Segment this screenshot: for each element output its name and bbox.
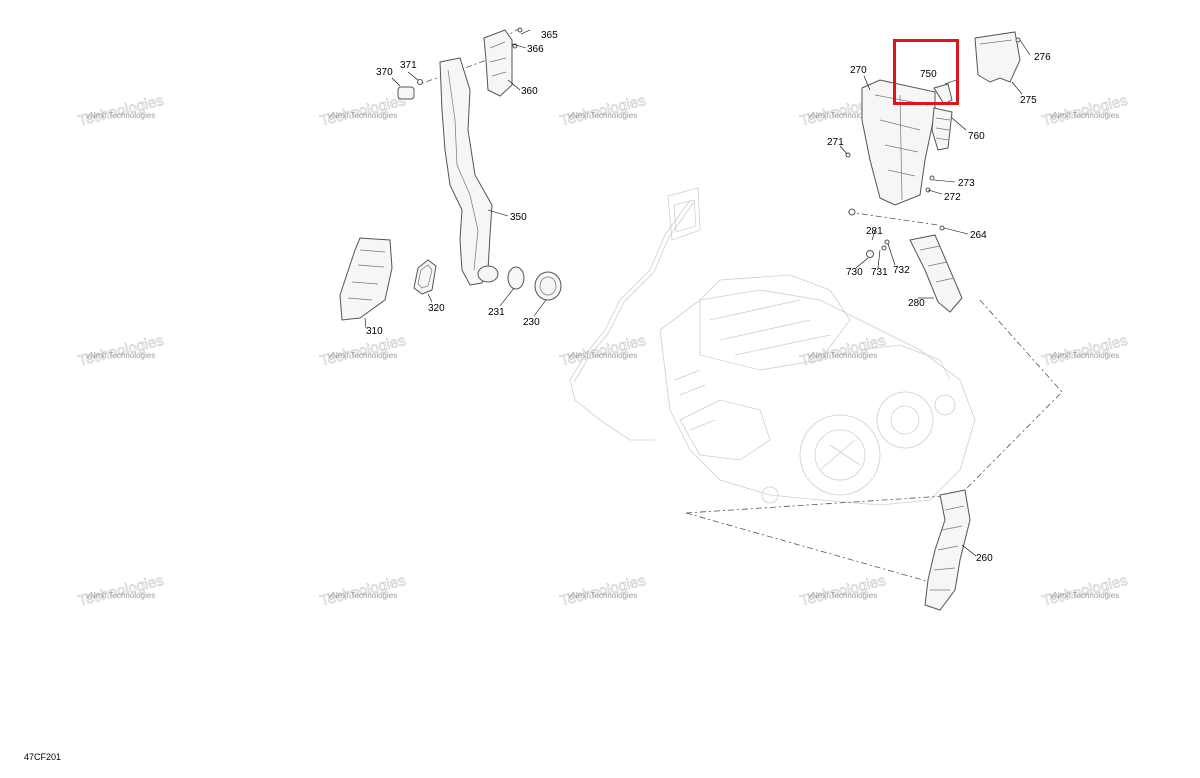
watermark-text: vNext Technologies bbox=[1050, 111, 1119, 120]
part-270-airbox bbox=[861, 79, 936, 206]
callout-276: 276 bbox=[1034, 52, 1051, 63]
callout-370: 370 bbox=[376, 67, 393, 78]
watermark-text: vNext Technologies bbox=[808, 591, 877, 600]
part-260-hose bbox=[924, 489, 971, 611]
watermark-text: vNext Technologies bbox=[328, 111, 397, 120]
callout-360: 360 bbox=[521, 86, 538, 97]
part-275-cover bbox=[974, 31, 1021, 83]
watermark-text: vNext Technologies bbox=[568, 111, 637, 120]
callout-731: 731 bbox=[871, 267, 888, 278]
callout-271: 271 bbox=[827, 137, 844, 148]
callout-264: 264 bbox=[970, 230, 987, 241]
watermark-text: vNext Technologies bbox=[808, 351, 877, 360]
watermark-text: vNext Technologies bbox=[808, 111, 877, 120]
highlight-box-part-750 bbox=[893, 39, 959, 105]
part-230-coupler bbox=[534, 271, 562, 301]
watermark-text: vNext Technologies bbox=[1050, 351, 1119, 360]
part-750-filter bbox=[933, 83, 953, 105]
callout-350: 350 bbox=[510, 212, 527, 223]
watermark-text: vNext Technologies bbox=[328, 591, 397, 600]
fasteners bbox=[417, 27, 1021, 258]
callout-732: 732 bbox=[893, 265, 910, 276]
watermark-text: vNext Technologies bbox=[328, 351, 397, 360]
part-320-gasket bbox=[413, 259, 437, 295]
part-280-hose bbox=[909, 234, 963, 313]
callout-371: 371 bbox=[400, 60, 417, 71]
callout-366: 366 bbox=[527, 44, 544, 55]
callout-273: 273 bbox=[958, 178, 975, 189]
callout-365: 365 bbox=[541, 30, 558, 41]
callout-230: 230 bbox=[523, 317, 540, 328]
figure-code: 47CF201 bbox=[24, 752, 62, 762]
part-231-clamp bbox=[507, 266, 525, 290]
watermark-text: vNext Technologies bbox=[86, 111, 155, 120]
callout-320: 320 bbox=[428, 303, 445, 314]
part-350-intake-duct bbox=[439, 57, 499, 286]
assembly-lines bbox=[419, 27, 1063, 583]
callout-260: 260 bbox=[976, 553, 993, 564]
callout-275: 275 bbox=[1020, 95, 1037, 106]
watermark-text: vNext Technologies bbox=[1050, 591, 1119, 600]
watermark-text: vNext Technologies bbox=[568, 351, 637, 360]
callout-labels: 365 366 360 370 371 350 310 320 231 230 … bbox=[366, 30, 1051, 564]
callout-270: 270 bbox=[850, 65, 867, 76]
callout-280: 280 bbox=[908, 298, 925, 309]
watermark-text: vNext Technologies bbox=[568, 591, 637, 600]
part-360-bracket bbox=[483, 29, 513, 97]
callout-750: 750 bbox=[920, 69, 937, 80]
watermark-text: vNext Technologies bbox=[86, 351, 155, 360]
engine-assembly-ghost bbox=[569, 187, 976, 506]
callout-730: 730 bbox=[846, 267, 863, 278]
part-370-clip bbox=[397, 86, 415, 100]
callout-272: 272 bbox=[944, 192, 961, 203]
callout-310: 310 bbox=[366, 326, 383, 337]
part-310-side-cover bbox=[339, 237, 393, 321]
callout-231: 231 bbox=[488, 307, 505, 318]
part-760-grille bbox=[931, 107, 953, 151]
callout-760: 760 bbox=[968, 131, 985, 142]
leader-lines bbox=[364, 29, 1031, 557]
watermark-text: vNext Technologies bbox=[86, 591, 155, 600]
callout-281: 281 bbox=[866, 226, 883, 237]
